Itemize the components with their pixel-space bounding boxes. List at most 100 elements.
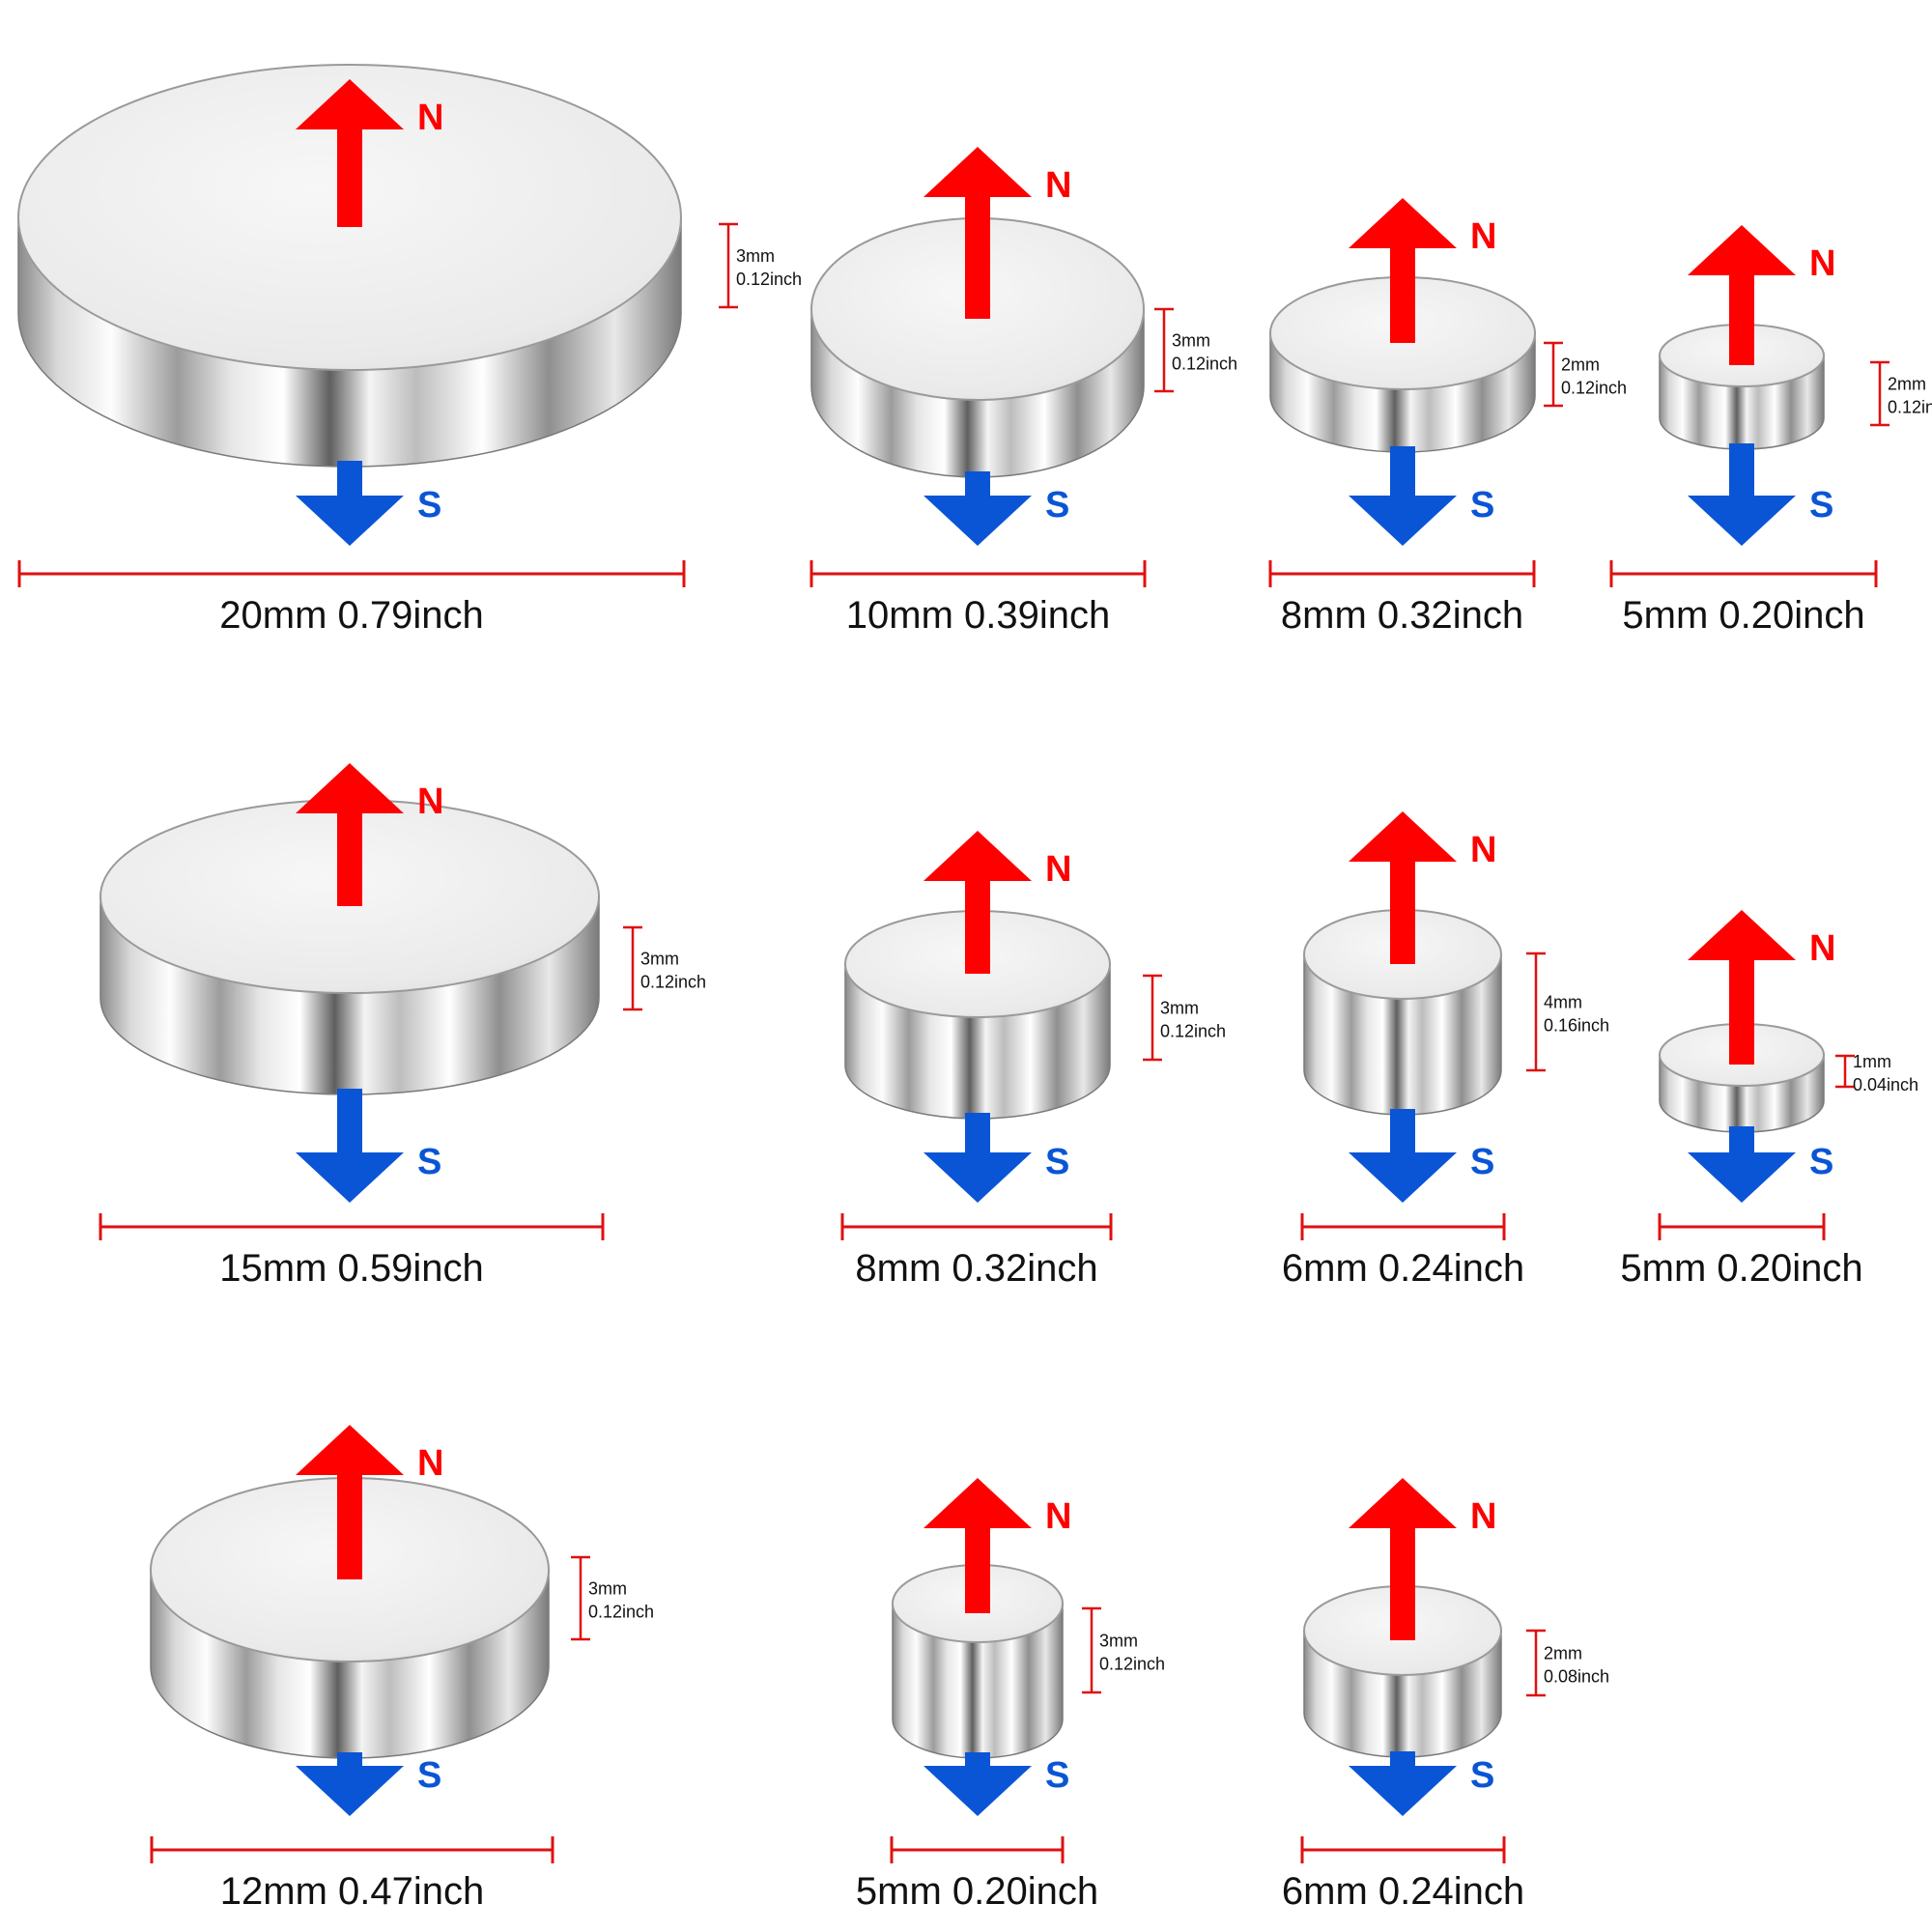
- diameter-bar: [890, 1836, 1065, 1863]
- south-pole-label: S: [1045, 1755, 1069, 1796]
- magnet-item: N S 2mm 0.08inch 6mm 0.24inch: [1282, 1478, 1609, 1913]
- thickness-bracket: [1082, 1606, 1101, 1694]
- south-arrow-icon: [923, 1752, 1032, 1816]
- thickness-bracket: [571, 1555, 590, 1641]
- north-pole-label: N: [417, 98, 443, 138]
- diameter-bar: [1658, 1213, 1826, 1240]
- north-pole-label: N: [1045, 165, 1071, 206]
- north-arrow-icon: [296, 1425, 404, 1579]
- thickness-mm-label: 3mm: [640, 950, 679, 969]
- magnet-item: N S 2mm 0.12inch 5mm 0.20inch: [1609, 225, 1932, 637]
- south-pole-label: S: [1470, 485, 1494, 526]
- diameter-bar: [99, 1213, 605, 1240]
- south-pole-label: S: [1470, 1142, 1494, 1182]
- south-arrow-icon: [296, 1089, 404, 1203]
- south-pole-label: S: [1045, 485, 1069, 526]
- south-pole-label: S: [1045, 1142, 1069, 1182]
- diameter-bar: [150, 1836, 554, 1863]
- thickness-bracket: [1526, 952, 1546, 1072]
- diameter-bar: [17, 560, 686, 587]
- thickness-inch-label: 0.12inch: [736, 270, 802, 289]
- thickness-inch-label: 0.08inch: [1544, 1667, 1609, 1687]
- north-pole-label: N: [1470, 830, 1496, 870]
- south-pole-label: S: [1809, 485, 1833, 526]
- south-arrow-icon: [1349, 446, 1457, 546]
- thickness-mm-label: 1mm: [1853, 1052, 1891, 1071]
- diameter-label: 10mm 0.39inch: [846, 594, 1110, 637]
- thickness-bracket: [1526, 1629, 1546, 1697]
- north-pole-label: N: [1470, 1496, 1496, 1537]
- thickness-bracket: [623, 925, 642, 1011]
- diameter-label: 15mm 0.59inch: [219, 1247, 483, 1290]
- diameter-bar: [840, 1213, 1113, 1240]
- thickness-inch-label: 0.12inch: [640, 973, 706, 992]
- north-arrow-icon: [1688, 910, 1796, 1065]
- magnet-item: N S 3mm 0.12inch 20mm 0.79inch: [17, 64, 802, 637]
- north-pole-label: N: [1045, 849, 1071, 890]
- north-pole-label: N: [1809, 243, 1835, 284]
- diameter-label: 5mm 0.20inch: [856, 1870, 1098, 1913]
- south-arrow-icon: [1349, 1109, 1457, 1203]
- thickness-inch-label: 0.12inch: [1172, 355, 1237, 374]
- diameter-bar: [1268, 560, 1536, 587]
- diameter-bar: [810, 560, 1147, 587]
- north-pole-label: N: [1045, 1496, 1071, 1537]
- north-arrow-icon: [923, 147, 1032, 319]
- south-arrow-icon: [1688, 443, 1796, 546]
- diameter-label: 20mm 0.79inch: [219, 594, 483, 637]
- north-pole-label: N: [1809, 928, 1835, 969]
- south-pole-label: S: [417, 485, 441, 526]
- south-arrow-icon: [1349, 1751, 1457, 1816]
- north-arrow-icon: [923, 831, 1032, 974]
- diameter-label: 5mm 0.20inch: [1622, 594, 1864, 637]
- north-pole-label: N: [417, 781, 443, 822]
- thickness-mm-label: 2mm: [1888, 375, 1926, 394]
- thickness-inch-label: 0.12inch: [588, 1603, 654, 1622]
- thickness-bracket: [1835, 1054, 1855, 1089]
- south-arrow-icon: [923, 1113, 1032, 1203]
- diameter-label: 6mm 0.24inch: [1282, 1870, 1524, 1913]
- thickness-mm-label: 2mm: [1561, 355, 1600, 375]
- north-arrow-icon: [1349, 811, 1457, 964]
- thickness-inch-label: 0.12inch: [1561, 379, 1627, 398]
- thickness-bracket: [1143, 974, 1162, 1062]
- diameter-label: 5mm 0.20inch: [1620, 1247, 1862, 1290]
- magnet-item: N S 3mm 0.12inch 5mm 0.20inch: [856, 1478, 1165, 1913]
- south-arrow-icon: [296, 461, 404, 546]
- south-pole-label: S: [417, 1755, 441, 1796]
- thickness-bracket: [1154, 307, 1174, 393]
- north-arrow-icon: [1688, 225, 1796, 365]
- diameter-label: 6mm 0.24inch: [1282, 1247, 1524, 1290]
- thickness-inch-label: 0.16inch: [1544, 1016, 1609, 1036]
- north-arrow-icon: [296, 79, 404, 227]
- thickness-bracket: [1870, 360, 1889, 427]
- thickness-mm-label: 3mm: [588, 1579, 627, 1599]
- thickness-mm-label: 2mm: [1544, 1644, 1582, 1663]
- thickness-mm-label: 3mm: [1160, 999, 1199, 1018]
- diameter-bar: [1300, 1836, 1506, 1863]
- thickness-mm-label: 3mm: [736, 246, 775, 266]
- south-arrow-icon: [923, 471, 1032, 546]
- south-pole-label: S: [1470, 1755, 1494, 1796]
- thickness-bracket: [719, 222, 738, 309]
- diameter-label: 12mm 0.47inch: [220, 1870, 484, 1913]
- north-pole-label: N: [1470, 216, 1496, 257]
- diameter-label: 8mm 0.32inch: [855, 1247, 1097, 1290]
- diameter-bar: [1300, 1213, 1506, 1240]
- thickness-inch-label: 0.12inch: [1099, 1655, 1165, 1674]
- thickness-bracket: [1544, 341, 1563, 408]
- south-arrow-icon: [1688, 1126, 1796, 1203]
- thickness-mm-label: 3mm: [1099, 1632, 1138, 1651]
- north-arrow-icon: [923, 1478, 1032, 1613]
- south-arrow-icon: [296, 1752, 404, 1816]
- thickness-inch-label: 0.12inch: [1888, 398, 1932, 417]
